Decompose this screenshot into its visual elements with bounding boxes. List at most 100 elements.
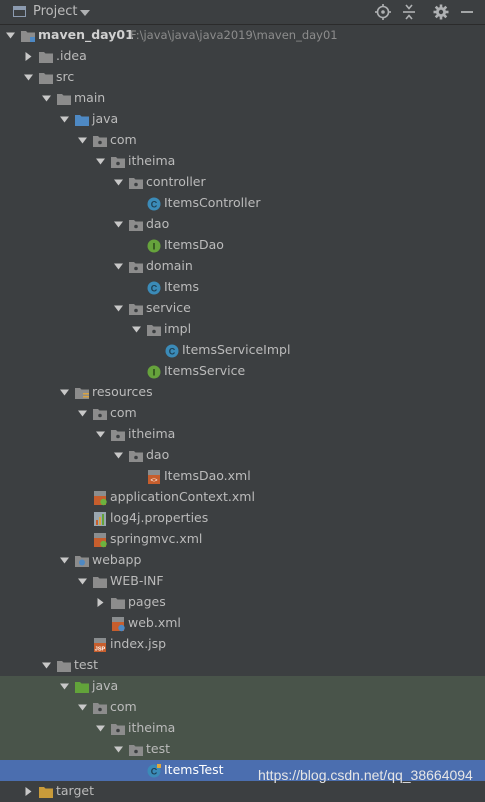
- tree-row-test[interactable]: test: [0, 655, 485, 676]
- tree-row-main[interactable]: main: [0, 88, 485, 109]
- tree-row-domain[interactable]: domain: [0, 256, 485, 277]
- tree-row-idea[interactable]: .idea: [0, 46, 485, 67]
- package-icon: [129, 178, 143, 189]
- svg-text:C: C: [151, 200, 158, 210]
- tree-row-itheima[interactable]: itheima: [0, 424, 485, 445]
- tree-item-label: log4j.properties: [110, 510, 209, 525]
- tree-item-label: ItemsDao.xml: [164, 468, 251, 483]
- tree-item-label: WEB-INF: [110, 573, 164, 588]
- tree-row-itheima[interactable]: itheima: [0, 718, 485, 739]
- tree-row-resources[interactable]: resources: [0, 382, 485, 403]
- tree-item-label: web.xml: [128, 615, 181, 630]
- expanded-arrow-icon[interactable]: [113, 219, 124, 230]
- expanded-arrow-icon[interactable]: [59, 681, 70, 692]
- locate-icon[interactable]: [374, 3, 392, 21]
- collapsed-arrow-icon[interactable]: [23, 786, 34, 797]
- expanded-arrow-icon[interactable]: [5, 30, 16, 41]
- tree-row-itemsdao-xml[interactable]: <> ItemsDao.xml: [0, 466, 485, 487]
- view-dropdown-icon[interactable]: [80, 10, 90, 16]
- tree-row-com[interactable]: com: [0, 403, 485, 424]
- tree-item-label: .idea: [56, 48, 87, 63]
- tree-row-java[interactable]: java: [0, 676, 485, 697]
- hide-panel-icon[interactable]: [458, 3, 476, 21]
- web-xml-icon: [112, 617, 125, 632]
- expanded-arrow-icon[interactable]: [131, 324, 142, 335]
- expanded-arrow-icon[interactable]: [113, 744, 124, 755]
- tree-row-dao[interactable]: dao: [0, 214, 485, 235]
- tree-row-log4j-properties[interactable]: log4j.properties: [0, 508, 485, 529]
- tree-row-com[interactable]: com: [0, 697, 485, 718]
- expanded-arrow-icon[interactable]: [59, 555, 70, 566]
- collapse-all-icon[interactable]: [400, 3, 418, 21]
- expanded-arrow-icon[interactable]: [59, 387, 70, 398]
- expanded-arrow-icon[interactable]: [113, 261, 124, 272]
- expanded-arrow-icon[interactable]: [113, 303, 124, 314]
- expanded-arrow-icon[interactable]: [77, 576, 88, 587]
- collapsed-arrow-icon[interactable]: [95, 597, 106, 608]
- expanded-arrow-icon[interactable]: [95, 723, 106, 734]
- interface-icon: I: [147, 239, 161, 253]
- project-window-icon: [13, 6, 26, 17]
- spring-xml-icon: [94, 491, 107, 506]
- expanded-arrow-icon[interactable]: [59, 114, 70, 125]
- tree-row-impl[interactable]: impl: [0, 319, 485, 340]
- test-folder-icon: [75, 682, 89, 693]
- expanded-arrow-icon[interactable]: [77, 135, 88, 146]
- project-view-title[interactable]: Project: [33, 4, 78, 19]
- tree-row-service[interactable]: service: [0, 298, 485, 319]
- tree-row-target[interactable]: target: [0, 781, 485, 802]
- tree-row-com[interactable]: com: [0, 130, 485, 151]
- expanded-arrow-icon[interactable]: [113, 177, 124, 188]
- tree-row-controller[interactable]: controller: [0, 172, 485, 193]
- xml-icon: <>: [148, 470, 160, 484]
- gear-icon[interactable]: [432, 3, 450, 21]
- tree-row-dao[interactable]: dao: [0, 445, 485, 466]
- tree-item-label: com: [110, 132, 137, 147]
- expanded-arrow-icon[interactable]: [23, 72, 34, 83]
- tree-row-applicationcontext-xml[interactable]: applicationContext.xml: [0, 487, 485, 508]
- folder-orange-icon: [39, 787, 53, 798]
- tree-item-label: domain: [146, 258, 193, 273]
- tree-row-pages[interactable]: pages: [0, 592, 485, 613]
- interface-icon: I: [147, 365, 161, 379]
- tree-row-java[interactable]: java: [0, 109, 485, 130]
- tree-row-web-xml[interactable]: web.xml: [0, 613, 485, 634]
- class-icon: C: [165, 344, 179, 358]
- tree-item-label: Items: [164, 279, 199, 294]
- package-icon: [111, 157, 125, 168]
- expanded-arrow-icon[interactable]: [95, 156, 106, 167]
- folder-icon: [39, 73, 53, 84]
- tree-row-webapp[interactable]: webapp: [0, 550, 485, 571]
- tree-row-itemscontroller[interactable]: C ItemsController: [0, 193, 485, 214]
- tree-item-label: springmvc.xml: [110, 531, 203, 546]
- tree-item-label: ItemsController: [164, 195, 261, 210]
- tree-item-label: target: [56, 783, 95, 798]
- tree-row-itemsdao[interactable]: I ItemsDao: [0, 235, 485, 256]
- tree-item-label: itheima: [128, 720, 176, 735]
- module-path: F:\java\java\java2019\maven_day01: [130, 28, 338, 42]
- expanded-arrow-icon[interactable]: [41, 93, 52, 104]
- tree-row-test[interactable]: test: [0, 739, 485, 760]
- expanded-arrow-icon[interactable]: [77, 408, 88, 419]
- expanded-arrow-icon[interactable]: [113, 450, 124, 461]
- tree-item-label: resources: [92, 384, 153, 399]
- tree-item-label: java: [92, 678, 119, 693]
- svg-text:I: I: [153, 242, 156, 252]
- svg-text:C: C: [169, 347, 176, 357]
- expanded-arrow-icon[interactable]: [95, 429, 106, 440]
- tree-row-itheima[interactable]: itheima: [0, 151, 485, 172]
- tree-row-web-inf[interactable]: WEB-INF: [0, 571, 485, 592]
- expanded-arrow-icon[interactable]: [77, 702, 88, 713]
- folder-icon: [57, 661, 71, 672]
- tree-row-springmvc-xml[interactable]: springmvc.xml: [0, 529, 485, 550]
- tree-item-label: ItemsDao: [164, 237, 224, 252]
- tree-row-src[interactable]: src: [0, 67, 485, 88]
- collapsed-arrow-icon[interactable]: [23, 51, 34, 62]
- expanded-arrow-icon[interactable]: [41, 660, 52, 671]
